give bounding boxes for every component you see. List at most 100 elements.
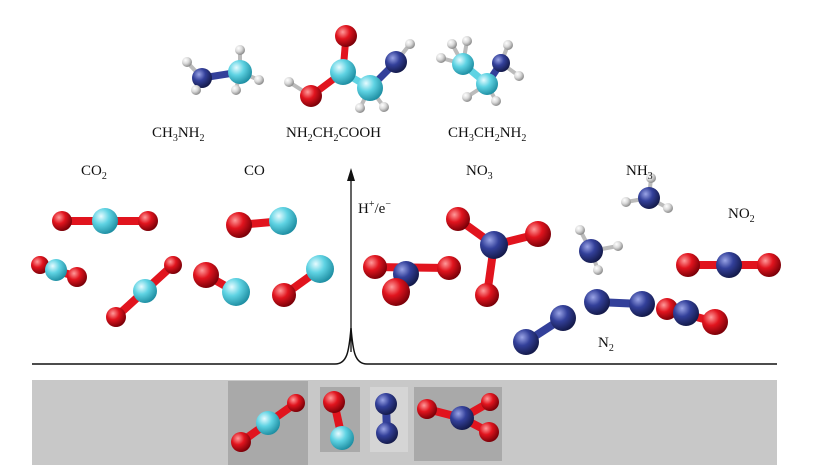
nitrogen-atom bbox=[375, 393, 397, 415]
carbon-atom bbox=[222, 278, 250, 306]
hydrogen-atom bbox=[355, 103, 365, 113]
energy-baseline bbox=[32, 327, 777, 365]
hydrogen-atom bbox=[462, 36, 472, 46]
hydrogen-atom bbox=[379, 102, 389, 112]
nitrogen-atom bbox=[584, 289, 610, 315]
hydrogen-atom bbox=[514, 71, 524, 81]
nitrogen-atom bbox=[492, 54, 510, 72]
nitrogen-atom bbox=[513, 329, 539, 355]
nitrogen-atom bbox=[376, 422, 398, 444]
nitrogen-atom bbox=[579, 239, 603, 263]
oxygen-atom bbox=[757, 253, 781, 277]
carbon-atom bbox=[228, 60, 252, 84]
nitrogen-atom bbox=[385, 51, 407, 73]
adsorbed-no3 bbox=[417, 393, 499, 442]
oxygen-atom bbox=[231, 432, 251, 452]
adsorbed-co2 bbox=[231, 394, 305, 452]
adsorbed-co bbox=[323, 391, 354, 450]
hydrogen-atom bbox=[405, 39, 415, 49]
molecule-co2 bbox=[52, 208, 158, 234]
nitrogen-atom bbox=[716, 252, 742, 278]
oxygen-atom bbox=[437, 256, 461, 280]
molecule-n2 bbox=[584, 289, 655, 317]
oxygen-atom bbox=[106, 307, 126, 327]
carbon-atom bbox=[476, 73, 498, 95]
oxygen-atom bbox=[226, 212, 252, 238]
hydrogen-atom bbox=[646, 173, 656, 183]
oxygen-atom bbox=[164, 256, 182, 274]
oxygen-atom bbox=[702, 309, 728, 335]
label-n2: N2 bbox=[598, 335, 614, 354]
oxygen-atom bbox=[287, 394, 305, 412]
oxygen-atom bbox=[475, 283, 499, 307]
carbon-atom bbox=[133, 279, 157, 303]
nitrogen-atom bbox=[480, 231, 508, 259]
label-nh3: NH3 bbox=[626, 163, 653, 182]
molecule-co2 bbox=[31, 256, 87, 287]
oxygen-atom bbox=[193, 262, 219, 288]
oxygen-atom bbox=[363, 255, 387, 279]
hydrogen-atom bbox=[447, 39, 457, 49]
molecule-nh3 bbox=[621, 173, 673, 213]
molecule-no2 bbox=[676, 252, 781, 278]
label-glycine: NH2CH2COOH bbox=[286, 125, 381, 144]
carbon-atom bbox=[269, 207, 297, 235]
carbon-atom bbox=[92, 208, 118, 234]
carbon-atom bbox=[45, 259, 67, 281]
hydrogen-atom bbox=[231, 85, 241, 95]
oxygen-atom bbox=[446, 207, 470, 231]
nitrogen-atom bbox=[673, 300, 699, 326]
molecule-glycine bbox=[284, 25, 415, 113]
hydrogen-atom bbox=[621, 197, 631, 207]
nitrogen-atom bbox=[638, 187, 660, 209]
molecule-no3 bbox=[363, 255, 461, 306]
molecule-co bbox=[272, 255, 334, 307]
molecule-ch3nh2 bbox=[182, 45, 264, 95]
oxygen-atom bbox=[382, 278, 410, 306]
molecule-ethylamine bbox=[436, 36, 524, 106]
hydrogen-atom bbox=[254, 75, 264, 85]
carbon-atom bbox=[330, 426, 354, 450]
nitrogen-atom bbox=[450, 406, 474, 430]
oxygen-atom bbox=[52, 211, 72, 231]
label-ethylamine: CH3CH2NH2 bbox=[448, 125, 526, 144]
molecule-no2 bbox=[656, 298, 728, 335]
oxygen-atom bbox=[31, 256, 49, 274]
hydrogen-atom bbox=[613, 241, 623, 251]
oxygen-atom bbox=[676, 253, 700, 277]
molecule-co2 bbox=[106, 256, 182, 327]
label-co2: CO2 bbox=[81, 163, 107, 182]
hydrogen-atom bbox=[575, 225, 585, 235]
carbon-atom bbox=[452, 53, 474, 75]
hydrogen-atom bbox=[462, 92, 472, 102]
hydrogen-atom bbox=[235, 45, 245, 55]
hydrogen-atom bbox=[436, 53, 446, 63]
hydrogen-atom bbox=[182, 57, 192, 67]
oxygen-atom bbox=[335, 25, 357, 47]
carbon-atom bbox=[256, 411, 280, 435]
adsorbed-n2 bbox=[375, 393, 398, 444]
hydrogen-atom bbox=[491, 96, 501, 106]
hydrogen-atom bbox=[503, 40, 513, 50]
hydrogen-atom bbox=[191, 85, 201, 95]
hydrogen-atom bbox=[284, 77, 294, 87]
nitrogen-atom bbox=[550, 305, 576, 331]
label-no3: NO3 bbox=[466, 163, 493, 182]
label-arrow-h-e: H+/e− bbox=[358, 199, 391, 217]
oxygen-atom bbox=[300, 85, 322, 107]
label-no2: NO2 bbox=[728, 206, 755, 225]
molecule-co bbox=[193, 262, 250, 306]
molecule-nh3 bbox=[575, 225, 623, 275]
molecule-n2 bbox=[513, 305, 576, 355]
oxygen-atom bbox=[525, 221, 551, 247]
nitrogen-atom bbox=[629, 291, 655, 317]
molecule-no3 bbox=[446, 207, 551, 307]
oxygen-atom bbox=[479, 422, 499, 442]
oxygen-atom bbox=[138, 211, 158, 231]
carbon-atom bbox=[306, 255, 334, 283]
carbon-atom bbox=[357, 75, 383, 101]
oxygen-atom bbox=[417, 399, 437, 419]
oxygen-atom bbox=[323, 391, 345, 413]
hydrogen-atom bbox=[593, 265, 603, 275]
label-co: CO bbox=[244, 163, 265, 179]
